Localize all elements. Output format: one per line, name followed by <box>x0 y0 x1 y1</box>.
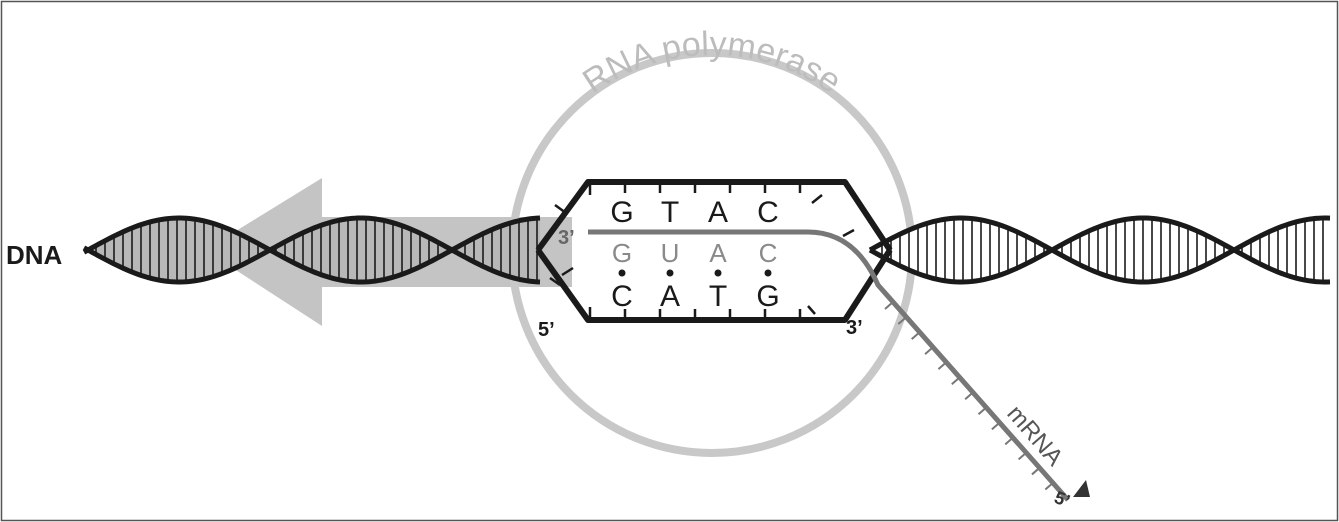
dna-label: DNA <box>6 240 63 270</box>
mrna-tick <box>1004 436 1014 446</box>
dna-left-shaded-lobe <box>88 218 270 282</box>
mrna-tick <box>964 391 974 400</box>
mrna-tick <box>951 376 961 385</box>
mrna-tick <box>1017 451 1028 461</box>
dna-right-backbone-bottom <box>868 215 1331 285</box>
rna-base: C <box>759 238 778 268</box>
mrna-tick <box>1031 466 1041 476</box>
template-5prime-label: 5’ <box>538 319 555 341</box>
bubble-tick <box>842 228 855 238</box>
mrna-ticks <box>884 301 1054 491</box>
dna-left-shaded-lobe <box>452 218 540 282</box>
mrna-5prime-label: 5’ <box>1052 487 1073 511</box>
coding-base: G <box>610 196 633 229</box>
bubble-tick <box>554 203 567 215</box>
coding-base: A <box>708 196 728 229</box>
coding-strand-bubble <box>535 179 893 252</box>
dna-right-groove <box>870 218 1330 282</box>
coding-3prime-label: 3’ <box>846 317 863 339</box>
bubble-tick <box>561 266 574 277</box>
dna-left-backbone-top <box>82 215 541 285</box>
template-base: T <box>709 280 727 313</box>
bubble-tick <box>811 194 823 204</box>
mrna-tick <box>977 406 988 416</box>
rna-base: G <box>612 238 632 268</box>
template-base: A <box>660 280 680 313</box>
rna-base: A <box>709 238 727 268</box>
mrna-tick <box>937 361 948 370</box>
mrna-arrowhead <box>1073 480 1090 497</box>
template-strand-bubble <box>535 248 893 323</box>
mrna-tick <box>991 421 1001 431</box>
dna-left-shaded-lobe <box>270 218 452 282</box>
base-pair-dot <box>764 269 772 277</box>
coding-base: C <box>757 196 779 229</box>
template-base: G <box>756 280 779 313</box>
template-base: C <box>611 280 633 313</box>
dna-helix-right <box>868 215 1331 285</box>
base-pair-dot <box>714 269 722 277</box>
dna-right-backbone-top <box>868 215 1331 285</box>
mrna-strand <box>588 229 1070 502</box>
rna-base: U <box>661 238 680 268</box>
dna-left-backbone-bottom <box>82 215 541 285</box>
bubble-ticks <box>549 182 855 320</box>
base-pair-dot <box>666 269 674 277</box>
dna-helix-left <box>82 215 541 285</box>
mrna-tick <box>911 331 921 340</box>
coding-base: T <box>661 196 679 229</box>
base-pair-dot <box>618 269 626 277</box>
mrna-tick <box>897 316 908 325</box>
bubble-tick <box>807 305 816 315</box>
mrna-tick <box>924 346 934 355</box>
mrna-tick <box>1044 481 1054 491</box>
template-3prime-label: 3’ <box>558 227 575 249</box>
bubble-tick <box>549 276 561 287</box>
base-pair-dots <box>618 269 772 277</box>
mrna-tick <box>884 301 894 310</box>
